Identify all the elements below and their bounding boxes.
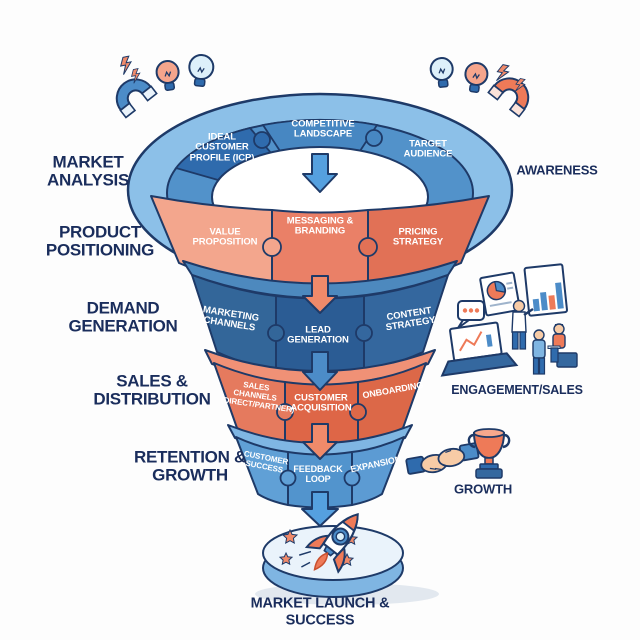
piece-target-audience: TARGET AUDIENCE — [403, 138, 453, 160]
lightbulb-icon — [429, 57, 454, 88]
lightbulb-icon — [188, 54, 215, 87]
lightbulb-icon — [155, 60, 180, 91]
tier4-band — [204, 349, 436, 447]
outcome-label-market-launch: MARKET LAUNCH & SUCCESS — [250, 595, 390, 628]
piece-ideal-customer-profile: IDEAL CUSTOMER PROFILE (ICP) — [189, 131, 255, 164]
people-icon — [511, 299, 578, 375]
lightning-icon — [119, 55, 141, 84]
bar-chart-icon — [523, 263, 568, 317]
lightbulb-icon — [464, 62, 489, 93]
piece-customer-acquisition: CUSTOMER ACQUISITION — [290, 392, 352, 414]
stage-label-demand-generation: DEMAND GENERATION — [68, 298, 178, 336]
piece-competitive-landscape: COMPETITIVE LANDSCAPE — [291, 118, 355, 140]
piece-feedback-loop: FEEDBACK LOOP — [293, 464, 343, 484]
stage-label-market-analysis: MARKET ANALYSIS — [47, 152, 129, 190]
piece-value-proposition: VALUE PROPOSITION — [192, 226, 258, 248]
piece-lead-generation: LEAD GENERATION — [287, 324, 349, 346]
laptop-icon — [440, 321, 519, 377]
magnet-icon — [487, 77, 530, 118]
stage-label-product-positioning: PRODUCT POSITIONING — [45, 222, 155, 260]
journey-label-engagement-sales: ENGAGEMENT/SALES — [451, 383, 583, 397]
arrow-down-icon — [301, 153, 339, 527]
stage-label-retention-growth: RETENTION & GROWTH — [134, 447, 246, 485]
piece-pricing-strategy: PRICING STRATEGY — [392, 226, 444, 248]
stage-label-sales-distribution: SALES & DISTRIBUTION — [93, 371, 211, 409]
journey-label-awareness: AWARENESS — [516, 162, 598, 178]
handshake-icon — [405, 442, 480, 475]
journey-label-growth: GROWTH — [453, 481, 513, 497]
trophy-icon — [467, 428, 511, 479]
magnet-icon — [115, 78, 158, 119]
pie-chart-icon — [479, 271, 521, 317]
piece-messaging-branding: MESSAGING & BRANDING — [286, 215, 354, 237]
tier5-band — [227, 424, 413, 509]
rocket-icon — [298, 513, 359, 574]
speech-bubble-icon — [457, 300, 485, 329]
lightning-icon — [496, 64, 526, 92]
